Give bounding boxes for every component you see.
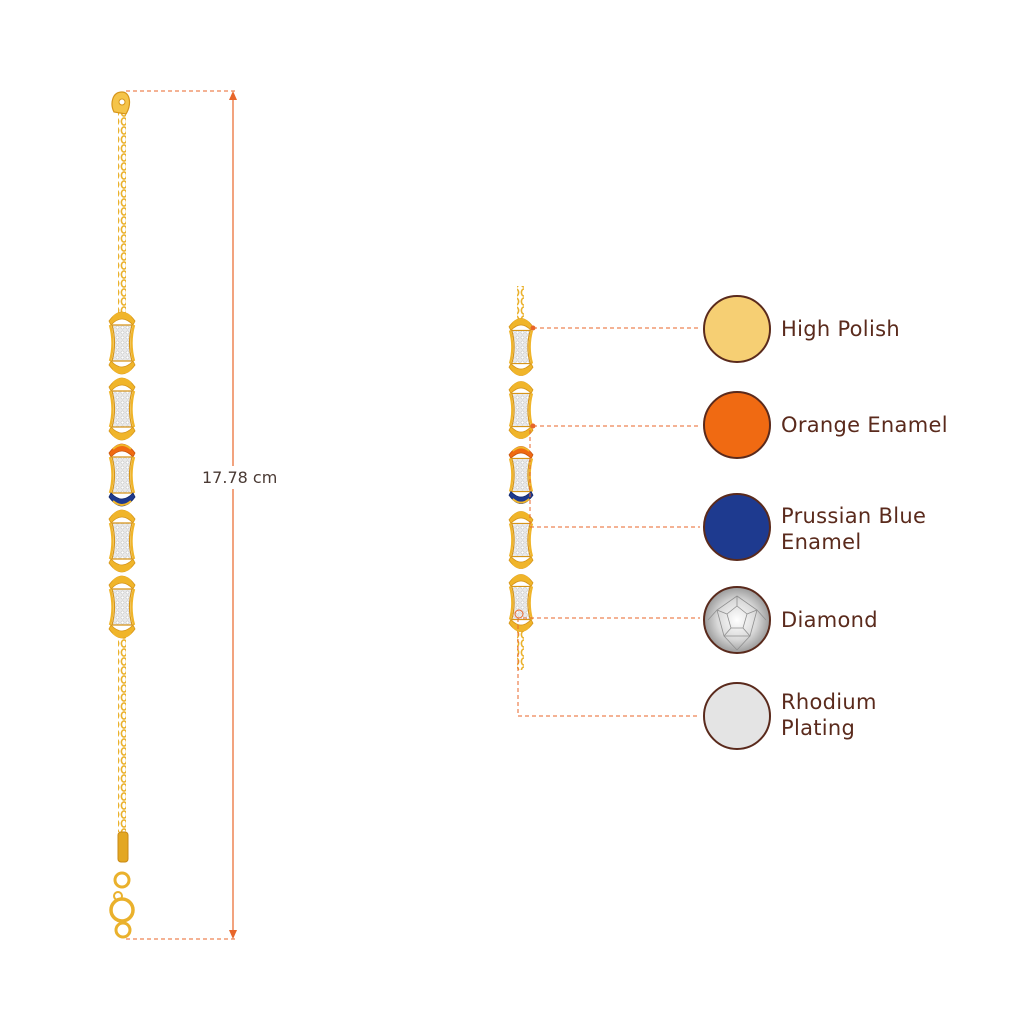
label-prussian-blue-enamel: Prussian Blue Enamel (781, 504, 927, 554)
length-label: 17.78 cm (200, 466, 280, 489)
detail-link-4 (508, 511, 534, 569)
detail-stations (508, 318, 534, 632)
full-bracelet (109, 91, 135, 939)
detail-link-3 (508, 446, 534, 504)
chain-lower (118, 636, 126, 832)
detail-chain-top (517, 286, 524, 322)
label-high-polish: High Polish (781, 317, 900, 341)
material-swatches (703, 295, 771, 750)
length-measure (126, 90, 237, 940)
bracelet-stations (108, 311, 136, 639)
bracelet-link-2 (108, 377, 136, 441)
label-rhodium-plating: Rhodium Plating (781, 690, 877, 740)
diamond-swatch-icon (703, 586, 771, 654)
label-diamond: Diamond (781, 608, 878, 632)
label-orange-enamel: Orange Enamel (781, 413, 948, 437)
rhodium-swatch-icon (703, 682, 771, 750)
detail-link-2 (508, 381, 534, 439)
bracelet-link-1 (108, 311, 136, 375)
callout-lines (514, 325, 700, 717)
arrow-up-icon (229, 91, 237, 100)
detail-bracelet (517, 286, 524, 670)
tag-bar (117, 831, 129, 863)
detail-link-1 (508, 318, 534, 376)
arrow-down-icon (229, 930, 237, 939)
orange-swatch-icon (703, 391, 771, 459)
bracelet-link-3 (108, 443, 136, 507)
bracelet-link-4 (108, 509, 136, 573)
detail-chain-bottom (517, 630, 524, 670)
lobster-clasp (111, 91, 131, 115)
detail-link-5 (508, 574, 534, 632)
callout-dot-diamond (514, 609, 524, 619)
gold-swatch-icon (703, 295, 771, 363)
end-rings (109, 871, 135, 939)
bracelet-link-5 (108, 575, 136, 639)
blue-swatch-icon (703, 493, 771, 561)
chain-upper (118, 112, 126, 317)
